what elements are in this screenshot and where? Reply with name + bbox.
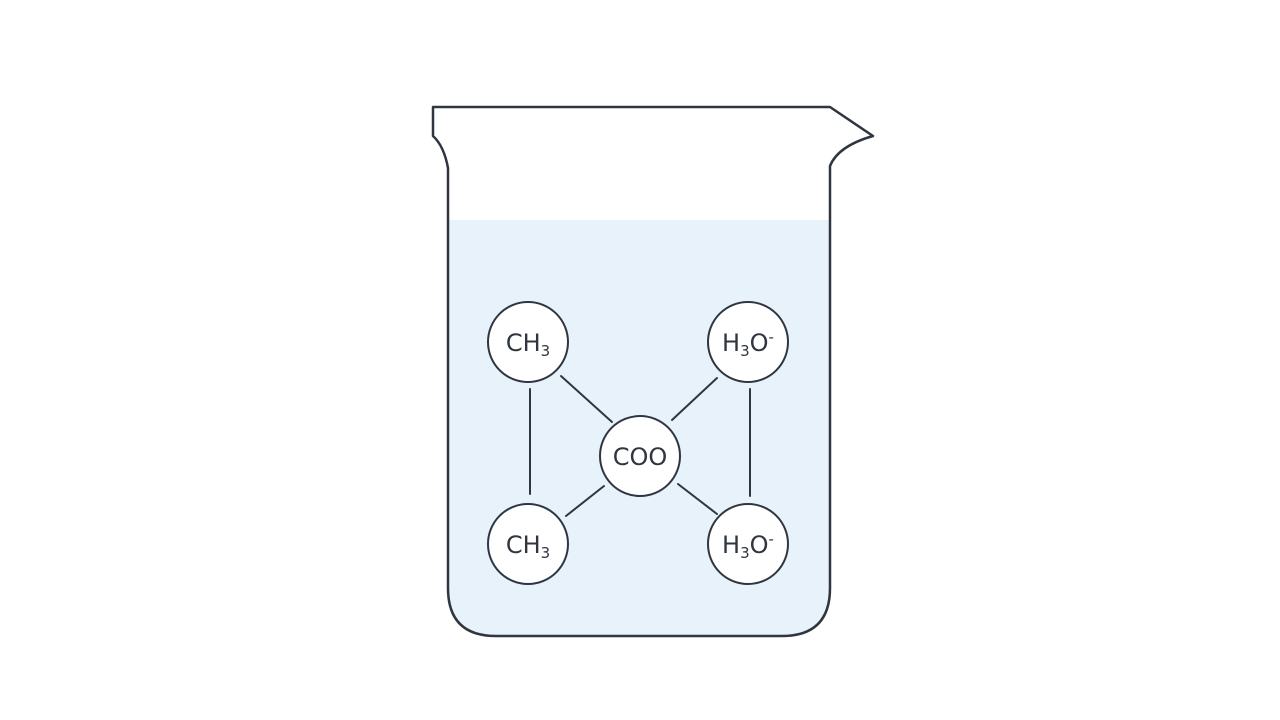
molecule-circle xyxy=(707,503,789,585)
bond-ch3-top-coo xyxy=(560,375,613,423)
molecule-label: CH3 xyxy=(506,531,550,562)
molecule-circle xyxy=(707,301,789,383)
molecule-label: COO xyxy=(613,443,668,471)
bond-h3o-top-coo xyxy=(671,377,718,421)
molecule-h3o-bottom: H3O- xyxy=(707,503,789,585)
molecule-label: CH3 xyxy=(506,329,550,360)
molecule-coo: COO xyxy=(599,415,681,497)
bond-ch3-bottom-coo xyxy=(565,485,605,517)
beaker-outline xyxy=(431,105,875,638)
bond-h3o-bottom-coo xyxy=(677,483,718,515)
molecule-circle xyxy=(599,415,681,497)
molecule-circle xyxy=(487,503,569,585)
molecule-h3o-top: H3O- xyxy=(707,301,789,383)
bond-lines xyxy=(529,375,751,517)
molecule-circle xyxy=(487,301,569,383)
molecule-label: H3O- xyxy=(722,530,774,562)
molecule-ch3-bottom: CH3 xyxy=(487,503,569,585)
molecule-ch3-top: CH3 xyxy=(487,301,569,383)
molecule-label: H3O- xyxy=(722,328,774,360)
